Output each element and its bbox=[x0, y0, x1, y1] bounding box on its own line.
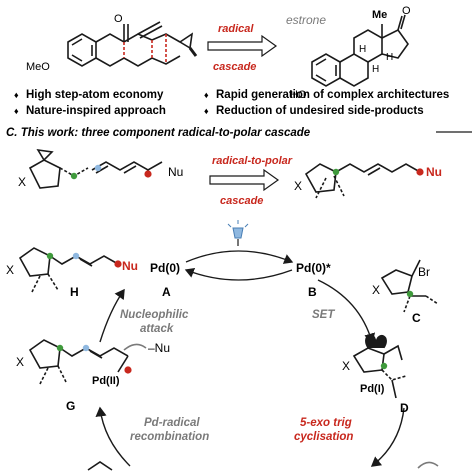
x-label-g: X bbox=[16, 355, 24, 369]
nucleophilic-attack-line2: attack bbox=[140, 323, 174, 335]
light-bulb-icon bbox=[227, 220, 249, 246]
x-label-h: X bbox=[6, 263, 14, 277]
red-dot-product bbox=[416, 168, 424, 176]
h-label-1: H bbox=[359, 44, 366, 55]
section-c-title: C. This work: three component radical-to… bbox=[6, 127, 311, 139]
bullet-symbol-2: ♦ bbox=[14, 106, 19, 116]
green-dot-c bbox=[406, 290, 414, 298]
pd1-label: Pd(I) bbox=[360, 383, 385, 395]
methyl-label: Me bbox=[372, 9, 387, 21]
br-label: Br bbox=[418, 265, 430, 279]
excitation-equilibrium-arrows bbox=[184, 250, 294, 281]
three-component-product bbox=[304, 163, 421, 199]
radical-to-polar-arrow bbox=[209, 168, 280, 192]
three-component-reactant bbox=[28, 148, 163, 189]
bullet-symbol-1: ♦ bbox=[14, 90, 19, 100]
x-label-product: X bbox=[294, 179, 302, 193]
nu-label-product: Nu bbox=[426, 165, 442, 179]
green-dot-reactant bbox=[70, 172, 78, 180]
blue-dot-reactant bbox=[94, 164, 102, 172]
radical-label: radical bbox=[218, 23, 254, 35]
nu-label-h: Nu bbox=[122, 259, 138, 273]
bullet-text-1: High step-atom economy bbox=[26, 89, 164, 101]
intermediate-h-structure bbox=[18, 247, 119, 293]
green-dot-d bbox=[380, 362, 388, 370]
radical-orbital-icon bbox=[365, 334, 387, 349]
bullet-symbol-3: ♦ bbox=[204, 90, 209, 100]
letter-c: C bbox=[412, 311, 421, 325]
intermediate-d-structure bbox=[352, 344, 407, 399]
letter-h: H bbox=[70, 285, 79, 299]
green-dot-product bbox=[332, 168, 340, 176]
x-label-d: X bbox=[342, 359, 350, 373]
letter-a: A bbox=[162, 285, 171, 299]
pd-radical-recombination-line1: Pd-radical bbox=[144, 417, 200, 429]
exo-trig-cyclisation-line1: 5-exo trig bbox=[300, 417, 352, 429]
red-dot-reactant bbox=[144, 170, 152, 178]
radical-to-polar-label: radical-to-polar bbox=[212, 155, 293, 167]
blue-dot-h bbox=[72, 252, 80, 260]
oxo-label-estrone: O bbox=[402, 5, 411, 17]
intermediate-g-structure bbox=[28, 339, 147, 385]
pd2-label: Pd(II) bbox=[92, 375, 120, 387]
green-dot-h bbox=[46, 252, 54, 260]
estrone-label: estrone bbox=[286, 13, 326, 27]
cascade-label-c: cascade bbox=[220, 195, 263, 207]
nucleophilic-attack-line1: Nucleophilic bbox=[120, 309, 189, 321]
bullet-text-4: Reduction of undesired side-products bbox=[216, 105, 424, 117]
pd0-label: Pd(0) bbox=[150, 261, 180, 275]
polyene-precursor-structure bbox=[67, 21, 198, 67]
h-label-2: H bbox=[372, 64, 379, 75]
cascade-label-top: cascade bbox=[213, 61, 256, 73]
set-label: SET bbox=[312, 309, 335, 321]
nu-anion-label: –Nu bbox=[148, 341, 170, 355]
estrone-structure bbox=[311, 14, 409, 87]
intermediate-c-structure bbox=[380, 259, 439, 313]
bottom-left-fragment bbox=[87, 461, 113, 471]
bottom-right-fragment bbox=[417, 461, 439, 469]
methoxy-label: MeO bbox=[26, 61, 50, 73]
h-label-3: H bbox=[386, 52, 393, 63]
hydroxy-label: HO bbox=[290, 89, 307, 101]
green-dot-g bbox=[56, 344, 64, 352]
red-dot-g bbox=[124, 366, 132, 374]
radical-cascade-arrow bbox=[207, 34, 278, 58]
feature-bullets: ♦ High step-atom economy ♦ Nature-inspir… bbox=[14, 89, 449, 117]
pd0-star-label: Pd(0)* bbox=[296, 261, 331, 275]
exo-trig-cyclisation-line2: cyclisation bbox=[294, 431, 353, 443]
bullet-text-2: Nature-inspired approach bbox=[26, 105, 166, 117]
oxo-label-precursor: O bbox=[114, 13, 123, 25]
letter-d: D bbox=[400, 401, 409, 415]
nu-label-reactant: Nu bbox=[168, 165, 183, 179]
pd-radical-recombination-line2: recombination bbox=[130, 431, 209, 443]
letter-g: G bbox=[66, 399, 75, 413]
letter-b: B bbox=[308, 285, 317, 299]
catalytic-cycle-arcs bbox=[95, 279, 405, 467]
bullet-symbol-4: ♦ bbox=[204, 106, 209, 116]
bullet-text-3: Rapid generation of complex architecture… bbox=[216, 89, 449, 101]
x-label-reactant: X bbox=[18, 175, 26, 189]
blue-dot-g bbox=[82, 344, 90, 352]
red-dot-h bbox=[114, 260, 122, 268]
x-label-c: X bbox=[372, 283, 380, 297]
